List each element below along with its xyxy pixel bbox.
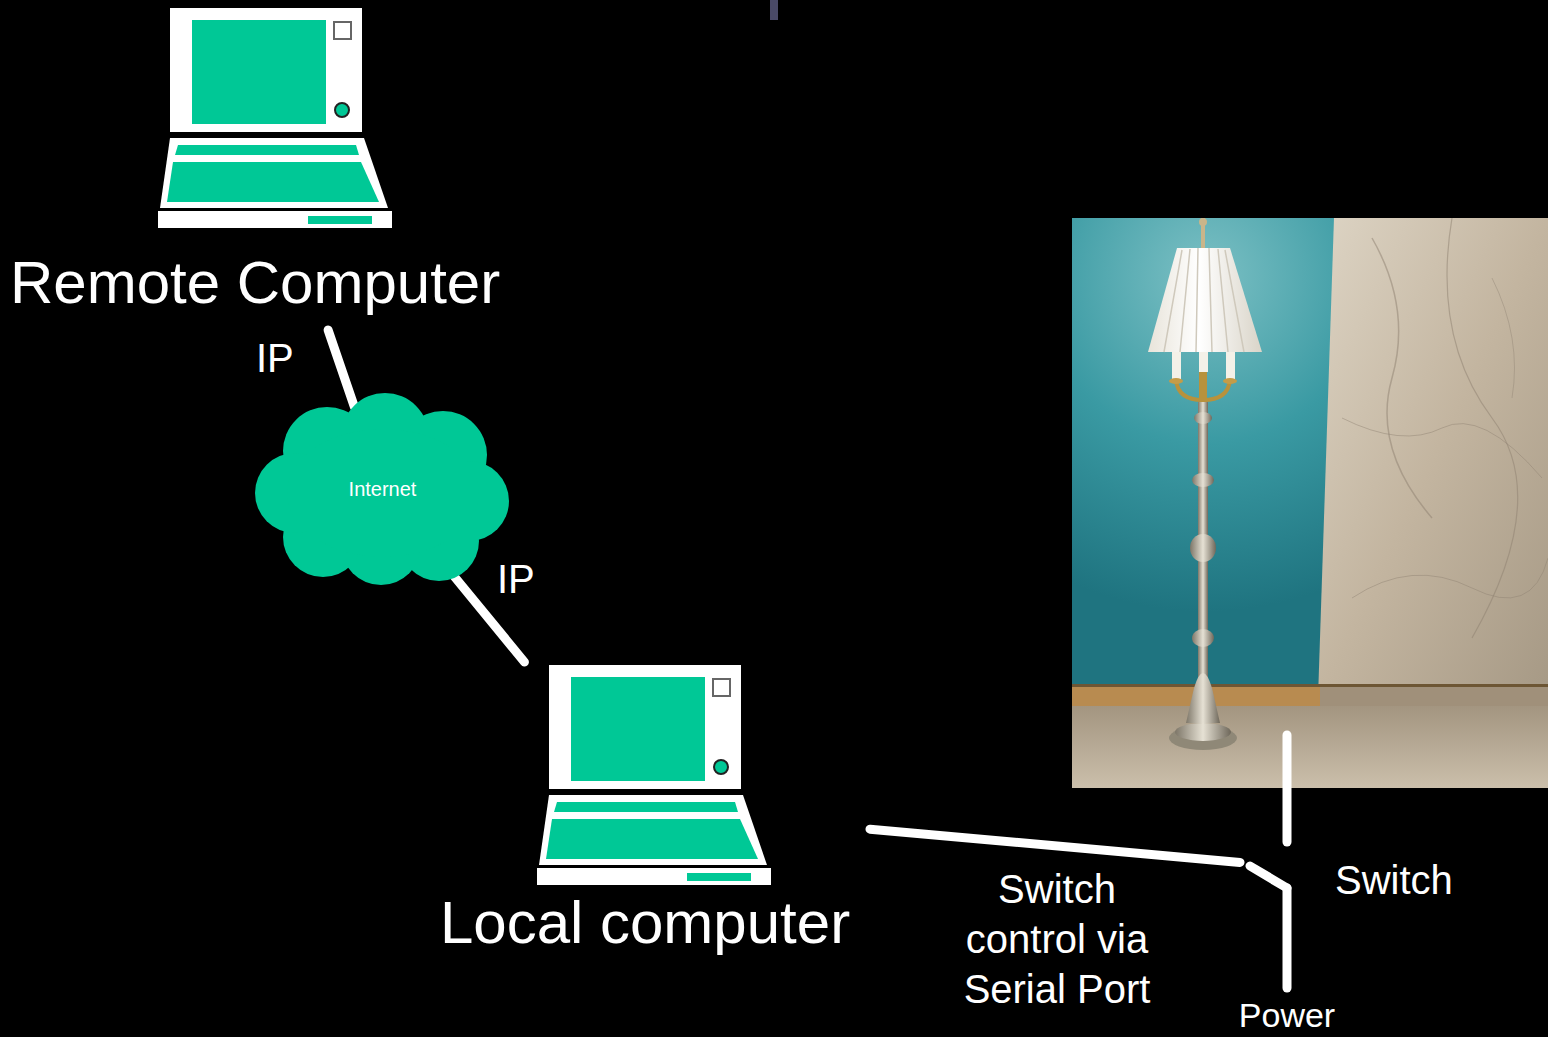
lamp xyxy=(1148,218,1262,750)
power-wire xyxy=(1283,888,1292,988)
edge-label: Switch control via Serial Port xyxy=(937,864,1177,1014)
baseboard xyxy=(1072,684,1548,706)
node-label: Internet xyxy=(255,477,510,501)
floor-lamp-photo xyxy=(1072,218,1548,788)
title-fragment xyxy=(770,0,778,20)
connector-line xyxy=(870,829,1240,862)
edge-label: IP xyxy=(256,335,294,381)
connector-stroke xyxy=(870,829,1240,862)
remote-computer: Remote Computer xyxy=(8,8,538,330)
node-label: Remote Computer xyxy=(10,250,500,316)
node-label: Switch xyxy=(1335,855,1453,905)
internet-cloud: Internet xyxy=(255,393,510,585)
wall xyxy=(1072,218,1548,698)
switch-blade xyxy=(1240,835,1300,895)
power-label: Power xyxy=(1239,996,1335,1034)
floor xyxy=(1072,706,1548,788)
local-computer: Local computer xyxy=(420,662,870,956)
switch: Switch xyxy=(1240,835,1465,910)
lamp-wire xyxy=(1283,735,1292,842)
connector-stroke xyxy=(328,330,354,407)
computer-icon xyxy=(158,8,392,230)
computer-icon xyxy=(537,665,771,887)
node-label: Local computer xyxy=(420,890,870,956)
connector-line xyxy=(328,330,354,407)
edge-label: IP xyxy=(497,556,535,602)
